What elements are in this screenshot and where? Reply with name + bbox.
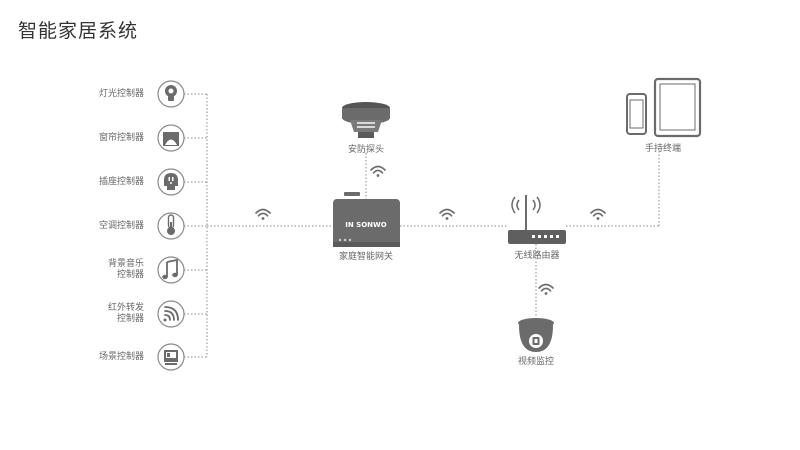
phone-tablet-icon	[626, 77, 702, 138]
curtain-icon	[163, 130, 179, 146]
wifi-icon	[590, 208, 606, 221]
gateway-icon	[333, 192, 400, 247]
connection-lines	[184, 93, 660, 358]
security-label: 安防探头	[348, 143, 384, 155]
security-detector: 安防探头	[342, 102, 390, 155]
controller-lights	[157, 80, 185, 108]
video-camera: 视频监控	[518, 318, 554, 367]
wifi-icon	[538, 283, 554, 296]
controller-label-music-line1: 背景音乐	[107, 259, 144, 269]
controller-socket	[157, 168, 185, 196]
controller-label-scene: 场景控制器	[98, 352, 144, 362]
controller-label-ac: 空调控制器	[98, 221, 144, 231]
wifi-icon	[439, 208, 455, 221]
controller-scene	[157, 343, 185, 371]
gateway-brand: IN SONWO	[345, 221, 386, 229]
infrared-icon	[163, 306, 179, 322]
socket-icon	[164, 173, 178, 190]
scene-panel-icon	[164, 350, 178, 365]
handheld-label: 手持终端	[645, 142, 681, 154]
smoke-detector-icon	[342, 102, 390, 138]
gateway-label: 家庭智能网关	[339, 250, 393, 262]
thermometer-icon	[167, 214, 175, 235]
controller-label-socket: 插座控制器	[98, 177, 144, 187]
controller-label-curtain: 窗帘控制器	[98, 133, 144, 143]
router-label: 无线路由器	[514, 249, 559, 261]
router-icon	[508, 195, 566, 244]
music-note-icon	[162, 258, 178, 280]
controller-label-infrared-line1: 红外转发	[107, 303, 144, 313]
home-gateway: IN SONWO 家庭智能网关	[333, 192, 400, 262]
controller-label-infrared-line2: 控制器	[116, 314, 144, 324]
controller-infrared	[157, 300, 185, 328]
handheld-terminal: 手持终端	[626, 77, 702, 154]
page-title: 智能家居系统	[18, 20, 139, 42]
controller-label-music-line2: 控制器	[116, 270, 144, 280]
controller-music	[157, 256, 185, 284]
controller-ac	[157, 212, 185, 240]
camera-label: 视频监控	[518, 355, 554, 367]
wireless-router: 无线路由器	[508, 195, 566, 261]
wifi-icon	[370, 165, 386, 178]
controller-label-music: 背景音乐 控制器	[74, 259, 144, 281]
bulb-icon	[165, 85, 177, 101]
dome-camera-icon	[518, 318, 554, 352]
controller-label-lights: 灯光控制器	[98, 89, 144, 99]
wifi-icon	[255, 208, 271, 221]
controller-curtain	[157, 124, 185, 152]
controller-label-infrared: 红外转发 控制器	[74, 303, 144, 325]
